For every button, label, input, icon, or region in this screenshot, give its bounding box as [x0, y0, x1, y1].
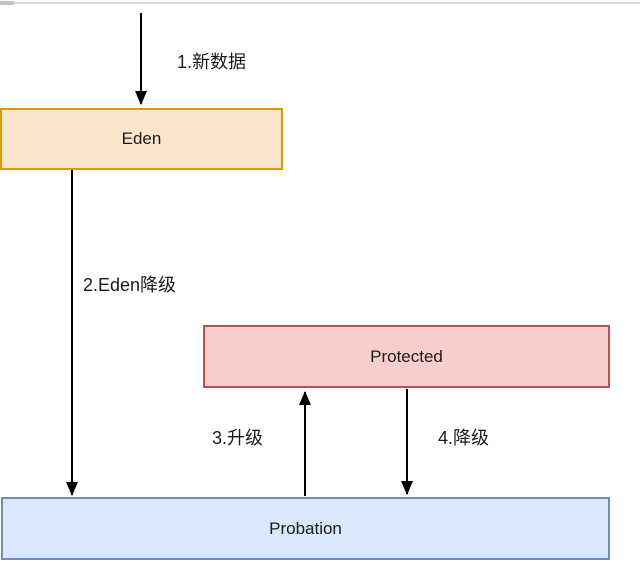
node-eden: Eden: [0, 108, 283, 170]
window-edge-line: [0, 2, 640, 4]
node-protected-label: Protected: [370, 346, 443, 366]
node-protected: Protected: [203, 325, 610, 388]
window-edge-corner: [0, 1, 14, 5]
edge-label-new-data: 1.新数据: [177, 52, 247, 72]
node-probation: Probation: [1, 497, 610, 560]
node-eden-label: Eden: [121, 129, 162, 148]
edge-label-promote: 3.升级: [212, 428, 264, 448]
node-probation-label: Probation: [269, 518, 342, 538]
edge-label-demote: 4.降级: [438, 428, 490, 448]
edge-label-eden-demote: 2.Eden降级: [83, 275, 177, 295]
